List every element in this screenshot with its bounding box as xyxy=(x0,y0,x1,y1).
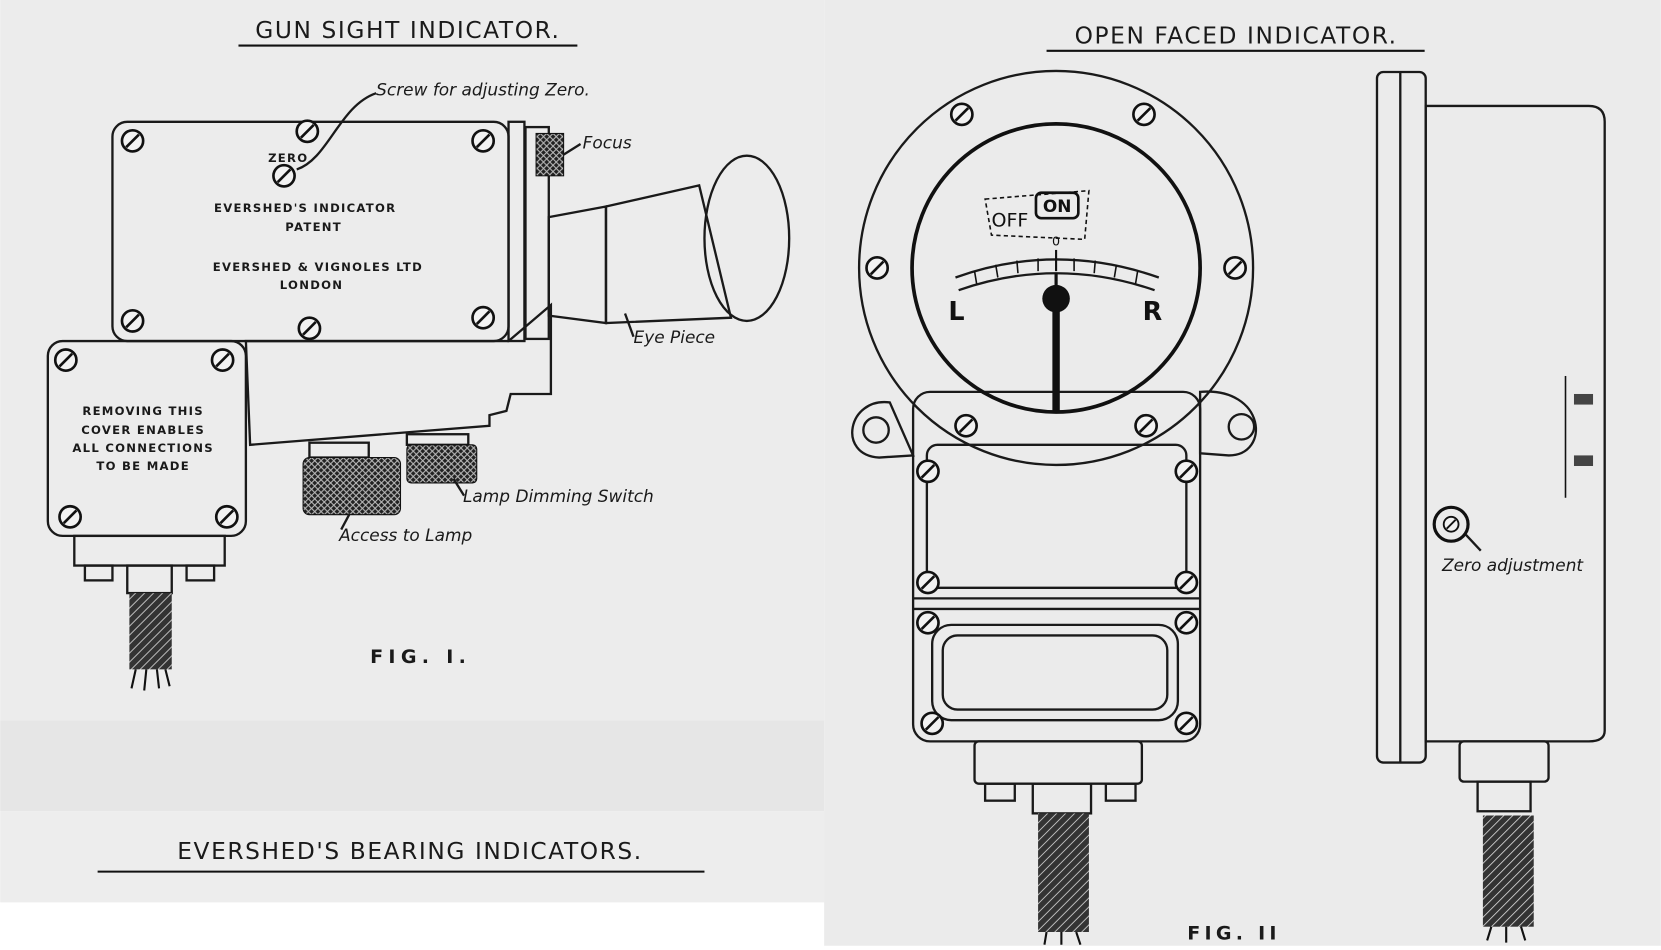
dial-face xyxy=(910,122,1202,414)
fig1-panel xyxy=(0,0,825,721)
dial-on: ON xyxy=(1043,196,1072,216)
side-view-body xyxy=(1424,104,1606,743)
cover-text-4: TO BE MADE xyxy=(96,459,190,473)
fig2-panel xyxy=(824,0,1661,946)
cable xyxy=(129,593,172,670)
open-faced-indicator: OPEN FACED INDICATOR. xyxy=(851,22,1606,946)
main-title: EVERSHED'S BEARING INDICATORS. xyxy=(177,838,643,865)
zero-adjustment-screw xyxy=(1432,505,1470,543)
lamp-dimming-switch xyxy=(406,444,478,484)
plate-line4: LONDON xyxy=(280,278,344,292)
title-panel xyxy=(0,811,871,903)
gun-sight-indicator: GUN SIGHT INDICATOR. ZERO EVERSHED'S IND… xyxy=(46,17,791,691)
gun-sight-body xyxy=(244,302,553,447)
dial-left: L xyxy=(948,296,964,326)
eye-piece xyxy=(703,154,791,323)
fig1-title: GUN SIGHT INDICATOR. xyxy=(255,17,560,44)
label-access-lamp: Access to Lamp xyxy=(338,525,472,545)
plate-line1: EVERSHED'S INDICATOR xyxy=(214,201,396,215)
fig1-caption: FIG. I. xyxy=(370,646,471,668)
dial-right: R xyxy=(1143,296,1163,326)
plate-line2: PATENT xyxy=(285,220,342,234)
fig2-title: OPEN FACED INDICATOR. xyxy=(1075,22,1398,49)
dial-off: OFF xyxy=(991,210,1028,232)
lamp-access-knob xyxy=(302,456,402,516)
dial-zero-mark: 0 xyxy=(1052,234,1060,249)
cable xyxy=(1038,813,1089,932)
fig2-caption: FIG. II xyxy=(1187,922,1280,944)
side-cable xyxy=(1482,815,1534,927)
focus-knob xyxy=(535,132,565,177)
cover-text-3: ALL CONNECTIONS xyxy=(72,441,214,455)
plate-line3: EVERSHED & VIGNOLES LTD xyxy=(213,260,423,274)
plate-zero: ZERO xyxy=(268,151,308,165)
flange xyxy=(857,69,1255,467)
label-zero-adjustment: Zero adjustment xyxy=(1441,555,1584,575)
pointer-hub xyxy=(1042,284,1070,313)
label-eye-piece: Eye Piece xyxy=(634,327,716,347)
label-lamp-dimming: Lamp Dimming Switch xyxy=(463,486,654,506)
cover-text-1: REMOVING THIS xyxy=(82,404,204,418)
label-focus: Focus xyxy=(583,132,632,152)
zero-screw xyxy=(272,163,296,188)
label-screw-zero: Screw for adjusting Zero. xyxy=(376,79,590,99)
cover-text-2: COVER ENABLES xyxy=(81,423,205,437)
